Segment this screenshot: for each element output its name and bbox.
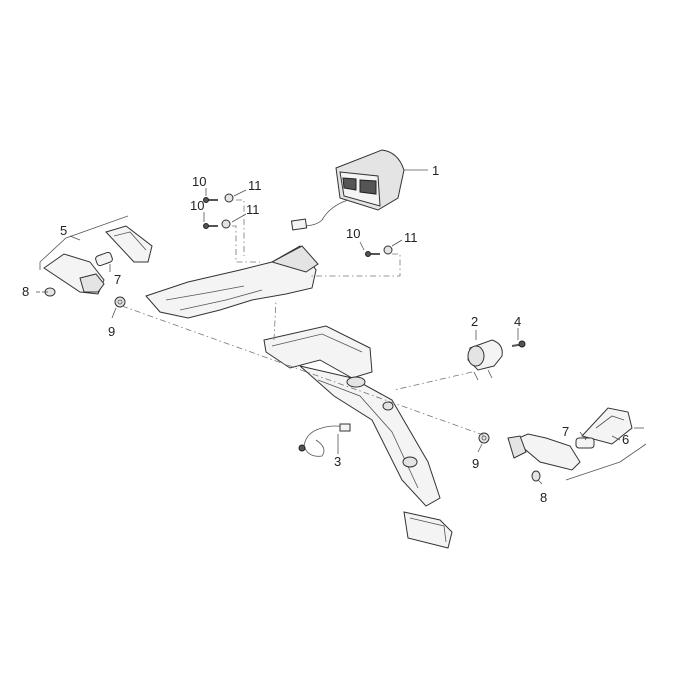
label-part-1: 1 — [432, 163, 439, 178]
label-part-11-top: 11 — [248, 178, 262, 193]
license-light — [467, 339, 503, 381]
label-part-3: 3 — [334, 454, 341, 469]
label-part-8-right: 8 — [540, 490, 547, 505]
fasteners — [203, 193, 393, 257]
label-part-6: 6 — [622, 432, 629, 447]
right-indicator — [478, 407, 647, 482]
label-part-7-left: 7 — [114, 272, 121, 287]
label-part-10-right: 10 — [346, 226, 360, 241]
wiring-harness — [298, 423, 351, 457]
label-part-4: 4 — [514, 314, 521, 329]
license-plate-holder — [145, 245, 453, 549]
assembly-lines — [121, 199, 487, 437]
label-part-11-mid: 11 — [246, 202, 260, 217]
label-part-10-top: 10 — [192, 174, 206, 189]
label-part-7-right: 7 — [562, 424, 569, 439]
label-part-10-mid: 10 — [190, 198, 204, 213]
label-part-5: 5 — [60, 223, 67, 238]
label-part-9-right: 9 — [472, 456, 479, 471]
tail-light — [290, 149, 405, 231]
screw-4 — [511, 340, 526, 348]
label-part-2: 2 — [471, 314, 478, 329]
label-part-11-right: 11 — [404, 230, 418, 245]
left-indicator — [39, 215, 153, 308]
label-part-8-left: 8 — [22, 284, 29, 299]
part-labels: 1 2 4 3 5 7 8 9 10 10 10 11 11 11 7 6 9 … — [22, 163, 629, 505]
label-part-9-left: 9 — [108, 324, 115, 339]
leader-lines — [36, 169, 621, 485]
